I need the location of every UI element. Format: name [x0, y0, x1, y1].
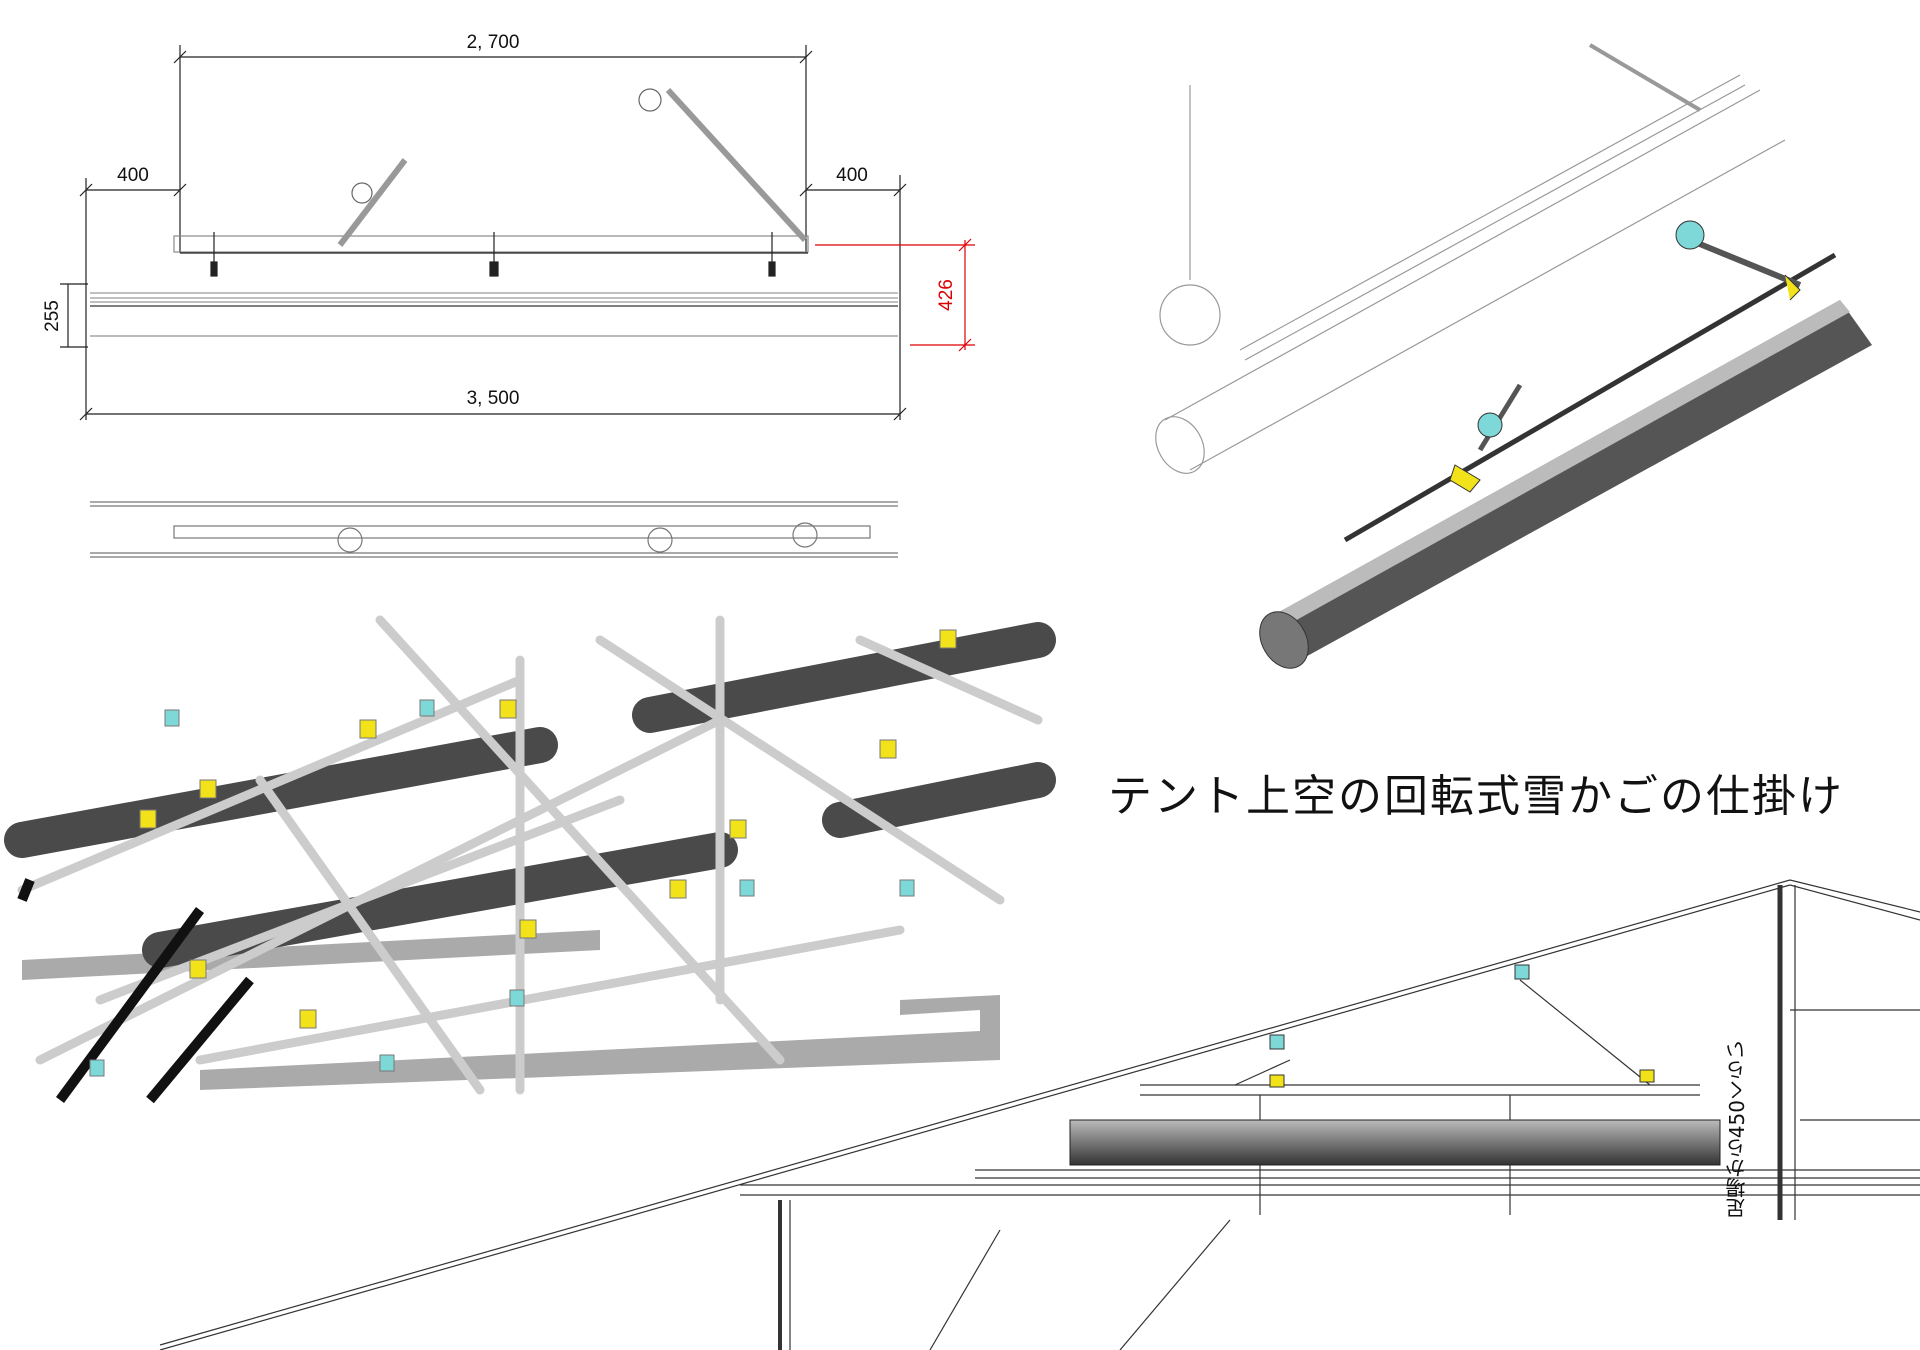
tent-clamps	[1269, 964, 1655, 1088]
elevation-drawing	[60, 45, 975, 421]
plan-view-drawing	[90, 501, 898, 558]
dim-right-offset: 400	[836, 165, 868, 186]
dim-left-offset: 400	[117, 165, 149, 186]
isometric-drawing	[1155, 43, 1872, 669]
dim-red-height: 426	[936, 279, 957, 311]
dim-top-width: 2, 700	[467, 32, 520, 53]
render-3d	[4, 615, 1056, 1108]
dim-bar-height: 255	[42, 300, 63, 332]
tent-section-drawing	[159, 879, 1920, 1350]
snow-cage-cylinder	[1069, 1119, 1721, 1166]
page-title: テント上空の回転式雪かごの仕掛け	[1108, 771, 1844, 822]
dim-total-width: 3, 500	[467, 388, 520, 409]
height-note: 足場から450くらい	[1725, 1040, 1749, 1219]
